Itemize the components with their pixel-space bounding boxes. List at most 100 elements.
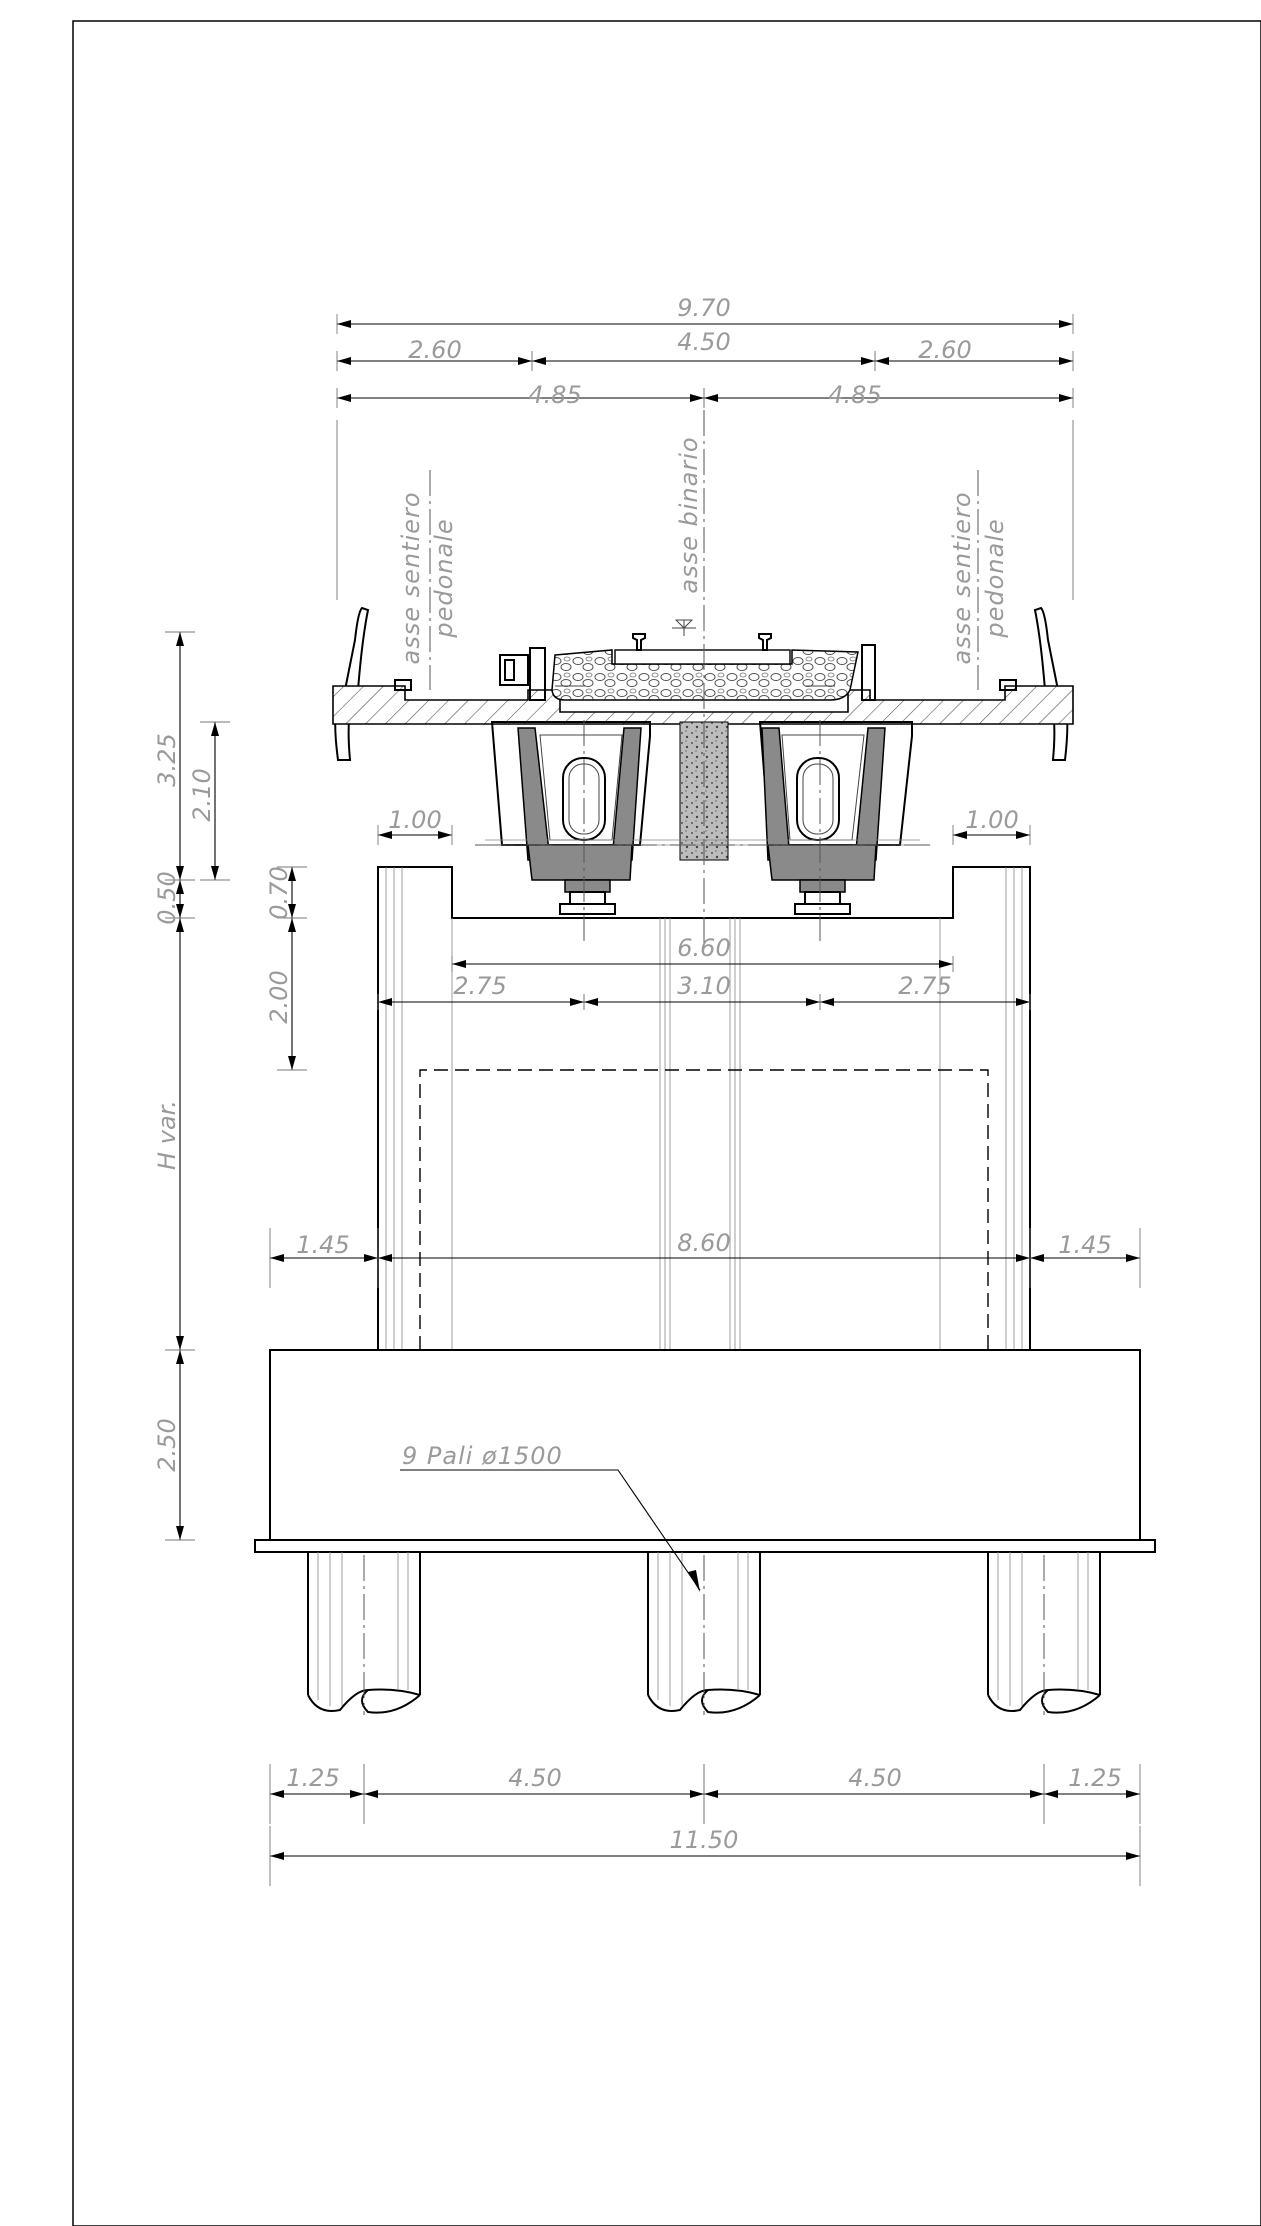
dim-arrow-h-16-b [350,1790,364,1798]
dimension-lines [165,314,1141,1886]
sheet-frame [72,20,1261,2226]
dim-arrow-v-22-b [211,866,219,880]
dim-arrow-h-17-a [364,1790,378,1798]
right-girder-bottom-flange [767,844,877,881]
girder-axes [475,720,935,945]
dim-half-left: 4.85 [528,381,581,409]
dim-arrow-h-11-b [806,998,820,1006]
deck-cross-section [332,606,1074,761]
right-girder-opening-inner [802,763,834,835]
lean-concrete [254,1539,1156,1553]
dim-arrow-v-24-a [288,867,296,881]
left-girder-cell [539,734,623,841]
walkway-axis-right-label-2: pedonale [981,518,1009,638]
walkway-axis-right-label-1: asse sentiero [948,492,976,665]
dim-height-bearing: 0.50 [153,871,181,924]
ballast-bed [551,649,859,701]
pier-cap-outline [377,866,1031,1350]
dim-arrow-h-20-b [1126,1852,1140,1860]
dim-height-pier: H var. [153,1100,181,1170]
piles-note-leader [400,1469,701,1591]
dim-arrow-h-5-b [690,394,704,402]
pier-hidden-void [419,1069,989,1350]
pile-axes [363,1555,1045,1715]
dim-arrow-h-18-b [1030,1790,1044,1798]
walkway-axis-left-label-2: pedonale [430,518,458,638]
dim-arrow-h-13-b [1016,1254,1030,1262]
piles-note: 9 Pali ø1500 [402,1442,563,1470]
right-rail [758,633,772,651]
dim-height-deck-girder: 2.10 [188,768,216,821]
pier-face-lines-left [385,867,453,1350]
left-railing [334,606,370,761]
dim-height-footing: 2.50 [153,1418,181,1471]
dim-arrow-h-14-a [270,1254,284,1262]
dim-height-bearing-plinth: 0.70 [265,866,293,919]
left-rail [632,633,646,651]
pile-right [987,1552,1101,1714]
dim-arrow-h-19-a [1044,1790,1058,1798]
right-railing [1033,606,1069,761]
left-kerb [394,679,412,691]
dim-arrow-h-1-b [1059,320,1073,328]
dim-arrow-h-11-a [584,998,598,1006]
right-girder-cell [781,734,865,841]
right-bearing [794,879,851,915]
dim-half-right: 4.85 [828,381,881,409]
dim-pile-edge-left: 1.25 [286,1764,339,1792]
dim-pile-spacing-right: 4.50 [848,1764,901,1792]
right-ballast-wall [861,644,876,701]
dim-arrow-h-19-b [1126,1790,1140,1798]
dim-arrow-h-3-a [532,357,546,365]
track-axis-label: asse binario [675,436,703,593]
dim-arrow-h-13-a [378,1254,392,1262]
dim-arrow-h-10-a [378,998,392,1006]
left-ballast-wall [529,647,546,701]
cable-duct-inner [504,659,515,681]
cable-duct [499,654,529,686]
dim-footing-overhang-right: 1.45 [1058,1231,1111,1259]
dim-height-cap-recess: 2.00 [265,970,293,1023]
dim-right-walkway: 2.60 [918,336,971,364]
dim-arrow-h-7-a [378,831,392,839]
left-girder-bottom-flange [527,844,633,881]
dim-arrow-h-8-a [953,831,967,839]
dim-pile-spacing-left: 4.50 [508,1764,561,1792]
dim-arrow-h-15-b [1126,1254,1140,1262]
dim-footing-overhang-left: 1.45 [296,1231,349,1259]
dim-arrow-v-25-a [288,918,296,932]
dim-arrow-h-14-b [364,1254,378,1262]
dim-deck-total: 9.70 [677,294,730,322]
left-girder-web-right [611,727,642,861]
dim-arrow-h-16-a [270,1790,284,1798]
dim-pier-width: 8.60 [677,1229,730,1257]
dim-arrow-v-24-b [288,904,296,918]
left-girder-shell [490,721,651,846]
dim-track-zone: 4.50 [677,328,730,356]
dim-cap-left-bearing: 2.75 [453,972,506,1000]
dim-arrow-v-22-a [211,722,219,736]
dim-arrow-v-21-b [176,866,184,880]
dim-cap-overhang-left: 1.00 [388,806,441,834]
dim-arrow-h-12-b [1016,998,1030,1006]
dim-arrow-h-20-a [270,1852,284,1860]
dim-arrow-h-18-a [704,1790,718,1798]
dim-arrow-h-15-a [1030,1254,1044,1262]
dim-arrow-v-26-a [176,918,184,932]
dim-arrow-v-26-b [176,1336,184,1350]
dim-cap-right-bearing: 2.75 [898,972,951,1000]
dim-arrow-h-9-a [452,960,466,968]
axes [336,410,1074,945]
dim-arrow-h-6-a [704,394,718,402]
pier-face-lines-right [939,867,1023,1350]
dim-arrow-v-23-a [176,880,184,894]
foundation [254,1349,1156,1715]
dim-arrow-h-2-a [337,357,351,365]
top-of-rail-marker [672,619,696,636]
pier [377,866,1031,1350]
dim-arrow-h-9-b [939,960,953,968]
pile-center [647,1552,761,1714]
footing [269,1349,1141,1541]
deck-ext-lines [336,420,1074,600]
